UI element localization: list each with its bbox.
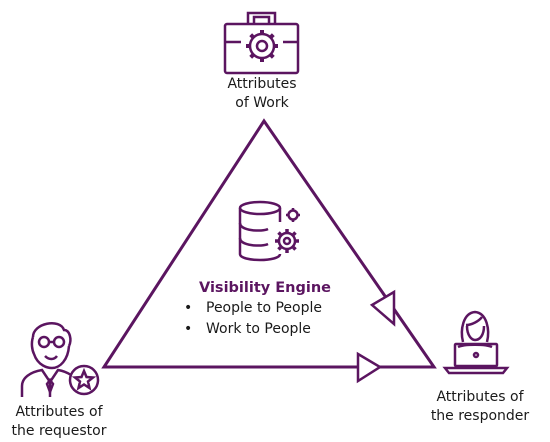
responder-label-line1: Attributes of xyxy=(436,389,524,405)
triangle-outline xyxy=(101,118,437,369)
work-label-line2: of Work xyxy=(235,95,289,111)
visibility-engine-title: Visibility Engine xyxy=(199,280,331,296)
list-item: •People to People xyxy=(184,300,322,316)
responder-attributes-label: Attributes of the responder xyxy=(422,388,538,426)
work-attributes-label: Attributes of Work xyxy=(222,75,302,113)
visibility-engine-list: •People to People •Work to People xyxy=(184,298,322,340)
database-gears-icon xyxy=(238,200,300,262)
toolbox-gear-icon xyxy=(223,11,300,75)
requestor-label-line1: Attributes of xyxy=(15,404,103,420)
person-at-laptop-icon xyxy=(442,310,510,375)
work-label-line1: Attributes xyxy=(227,76,297,92)
responder-label-line2: the responder xyxy=(430,408,530,424)
list-item-text: People to People xyxy=(206,300,322,316)
person-with-star-badge-icon xyxy=(20,322,100,397)
list-item-text: Work to People xyxy=(206,321,311,337)
flow-arrow-bottom-edge xyxy=(356,351,383,384)
requestor-attributes-label: Attributes of the requestor xyxy=(4,403,114,441)
requestor-label-line2: the requestor xyxy=(11,423,107,439)
list-item: •Work to People xyxy=(184,321,311,337)
flow-arrow-right-edge xyxy=(369,289,396,327)
